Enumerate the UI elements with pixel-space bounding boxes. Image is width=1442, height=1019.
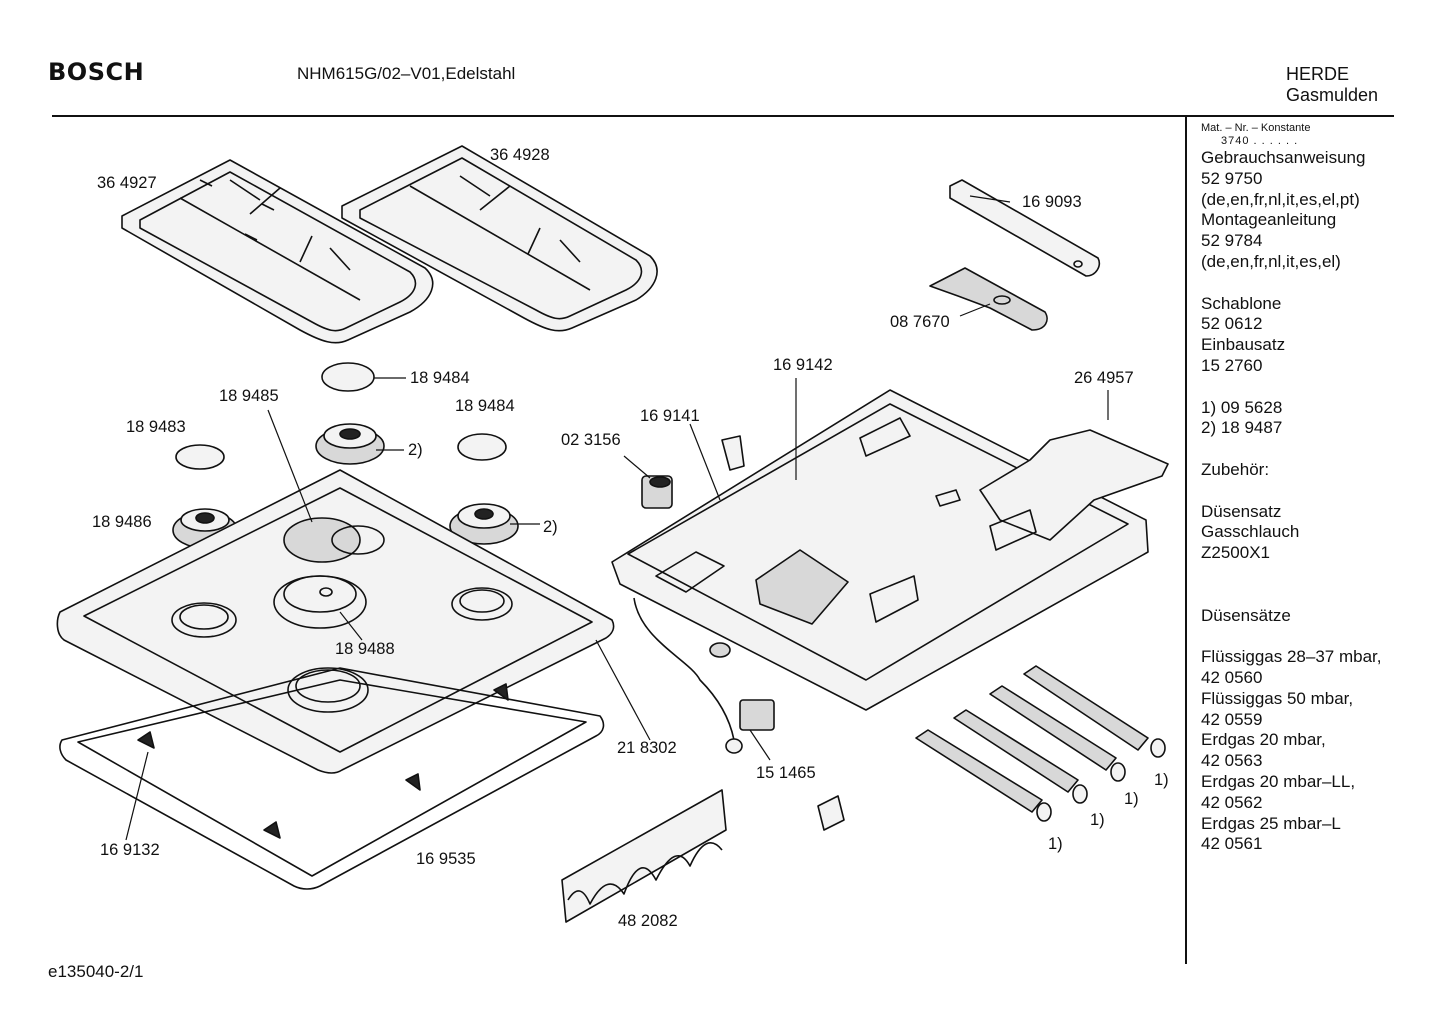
label-189486: 18 9486 [92,513,152,531]
pan-support-left [121,159,434,344]
label-218302: 21 8302 [617,739,677,757]
category-block: HERDE Gasmulden [1286,64,1378,106]
label-189488: 18 9488 [335,640,395,658]
sidebar-line: Z2500X1 [1201,543,1270,563]
burner-head-right [449,503,519,545]
label-ref-1-d: 1) [1048,835,1063,853]
burner-cap-top [321,362,375,392]
sidebar-line: 52 9784 [1201,231,1263,251]
sidebar-line: Düsensätze [1201,605,1291,625]
sidebar-line: Zubehör: [1201,459,1270,479]
label-364928: 36 4928 [490,146,550,164]
leader-lines [125,195,1109,841]
sidebar-line: (de,en,fr,nl,it,es,el) [1201,251,1341,271]
sidebar-line: 42 0560 [1201,667,1263,687]
label-264957: 26 4957 [1074,369,1134,387]
sidebar-line: 15 2760 [1201,355,1263,375]
sidebar-line: Erdgas 25 mbar–L [1201,813,1341,833]
sidebar-divider [1185,116,1187,964]
mat-label: Mat. – Nr. – Konstante [1201,122,1311,134]
label-169093: 16 9093 [1022,193,1082,211]
label-364927: 36 4927 [97,174,157,192]
label-087670: 08 7670 [890,313,950,331]
sidebar-line: Erdgas 20 mbar, [1201,730,1326,750]
label-ref-2-b: 2) [543,518,558,536]
label-151465: 15 1465 [756,764,816,782]
thermocouple-plug [641,475,673,509]
label-189484-b: 18 9484 [455,397,515,415]
sidebar-line: 52 0612 [1201,314,1263,334]
burner-head-top [315,423,385,465]
hob-seal-frame [59,667,605,890]
sidebar-line: 2) 18 9487 [1201,418,1283,438]
pan-support-right [341,145,658,332]
nozzle-4 [1023,665,1166,758]
sidebar-line: 42 0559 [1201,709,1263,729]
sidebar-parts-list: Mat. – Nr. – Konstante 3740 . . . . . . … [1201,122,1382,855]
label-ref-1-b: 1) [1124,790,1139,808]
sidebar-line: Montageanleitung [1201,210,1337,230]
sidebar-line: Gebrauchsanweisung [1201,148,1366,167]
sidebar-line: Flüssiggas 50 mbar, [1201,688,1354,708]
category-line-1: HERDE [1286,64,1350,84]
sidebar-line: Schablone [1201,293,1282,313]
burner-cap-small-left [175,444,225,470]
sidebar-line: 42 0563 [1201,751,1263,771]
nozzle-2 [953,709,1088,804]
sidebar-line: Gasschlauch [1201,522,1300,542]
category-line-2: Gasmulden [1286,85,1379,105]
bracket-strip [949,179,1101,277]
nozzle-3 [989,685,1126,782]
drawing-code: e135040-2/1 [48,962,144,981]
label-169535: 16 9535 [416,850,476,868]
label-169132: 16 9132 [100,841,160,859]
exploded-parts-diagram [56,145,1169,923]
sidebar-line: (de,en,fr,nl,it,es,el,pt) [1201,189,1360,209]
label-ref-2-a: 2) [408,441,423,459]
clip-small [817,795,845,831]
label-169141: 16 9141 [640,407,700,425]
base-tray [611,389,1169,711]
sidebar-line: Flüssiggas 28–37 mbar, [1201,647,1382,667]
label-ref-1-a: 1) [1154,771,1169,789]
sidebar-line: Düsensatz [1201,501,1282,521]
mat-value: 3740 . . . . . . [1221,135,1299,147]
label-189484-a: 18 9484 [410,369,470,387]
gas-hose-connector [633,597,775,754]
sidebar-line: 42 0562 [1201,792,1263,812]
header-divider [52,115,1394,117]
sidebar-line: 42 0561 [1201,834,1263,854]
clip-169141 [721,435,745,471]
sidebar-line: 1) 09 5628 [1201,397,1283,417]
label-482082: 48 2082 [618,912,678,930]
label-189483: 18 9483 [126,418,186,436]
sidebar-line: Einbausatz [1201,335,1286,355]
label-189485: 18 9485 [219,387,279,405]
sidebar-line: Erdgas 20 mbar–LL, [1201,771,1356,791]
nozzle-1 [915,729,1052,822]
model-title: NHM615G/02–V01,Edelstahl [297,64,516,83]
label-ref-1-c: 1) [1090,811,1105,829]
sidebar-line: 52 9750 [1201,168,1263,188]
burner-cap-small-right [457,433,507,461]
brand-logo: BOSCH [48,58,145,86]
base-support [561,789,727,923]
label-023156: 02 3156 [561,431,621,449]
label-169142: 16 9142 [773,356,833,374]
ignition-bracket [929,267,1048,331]
